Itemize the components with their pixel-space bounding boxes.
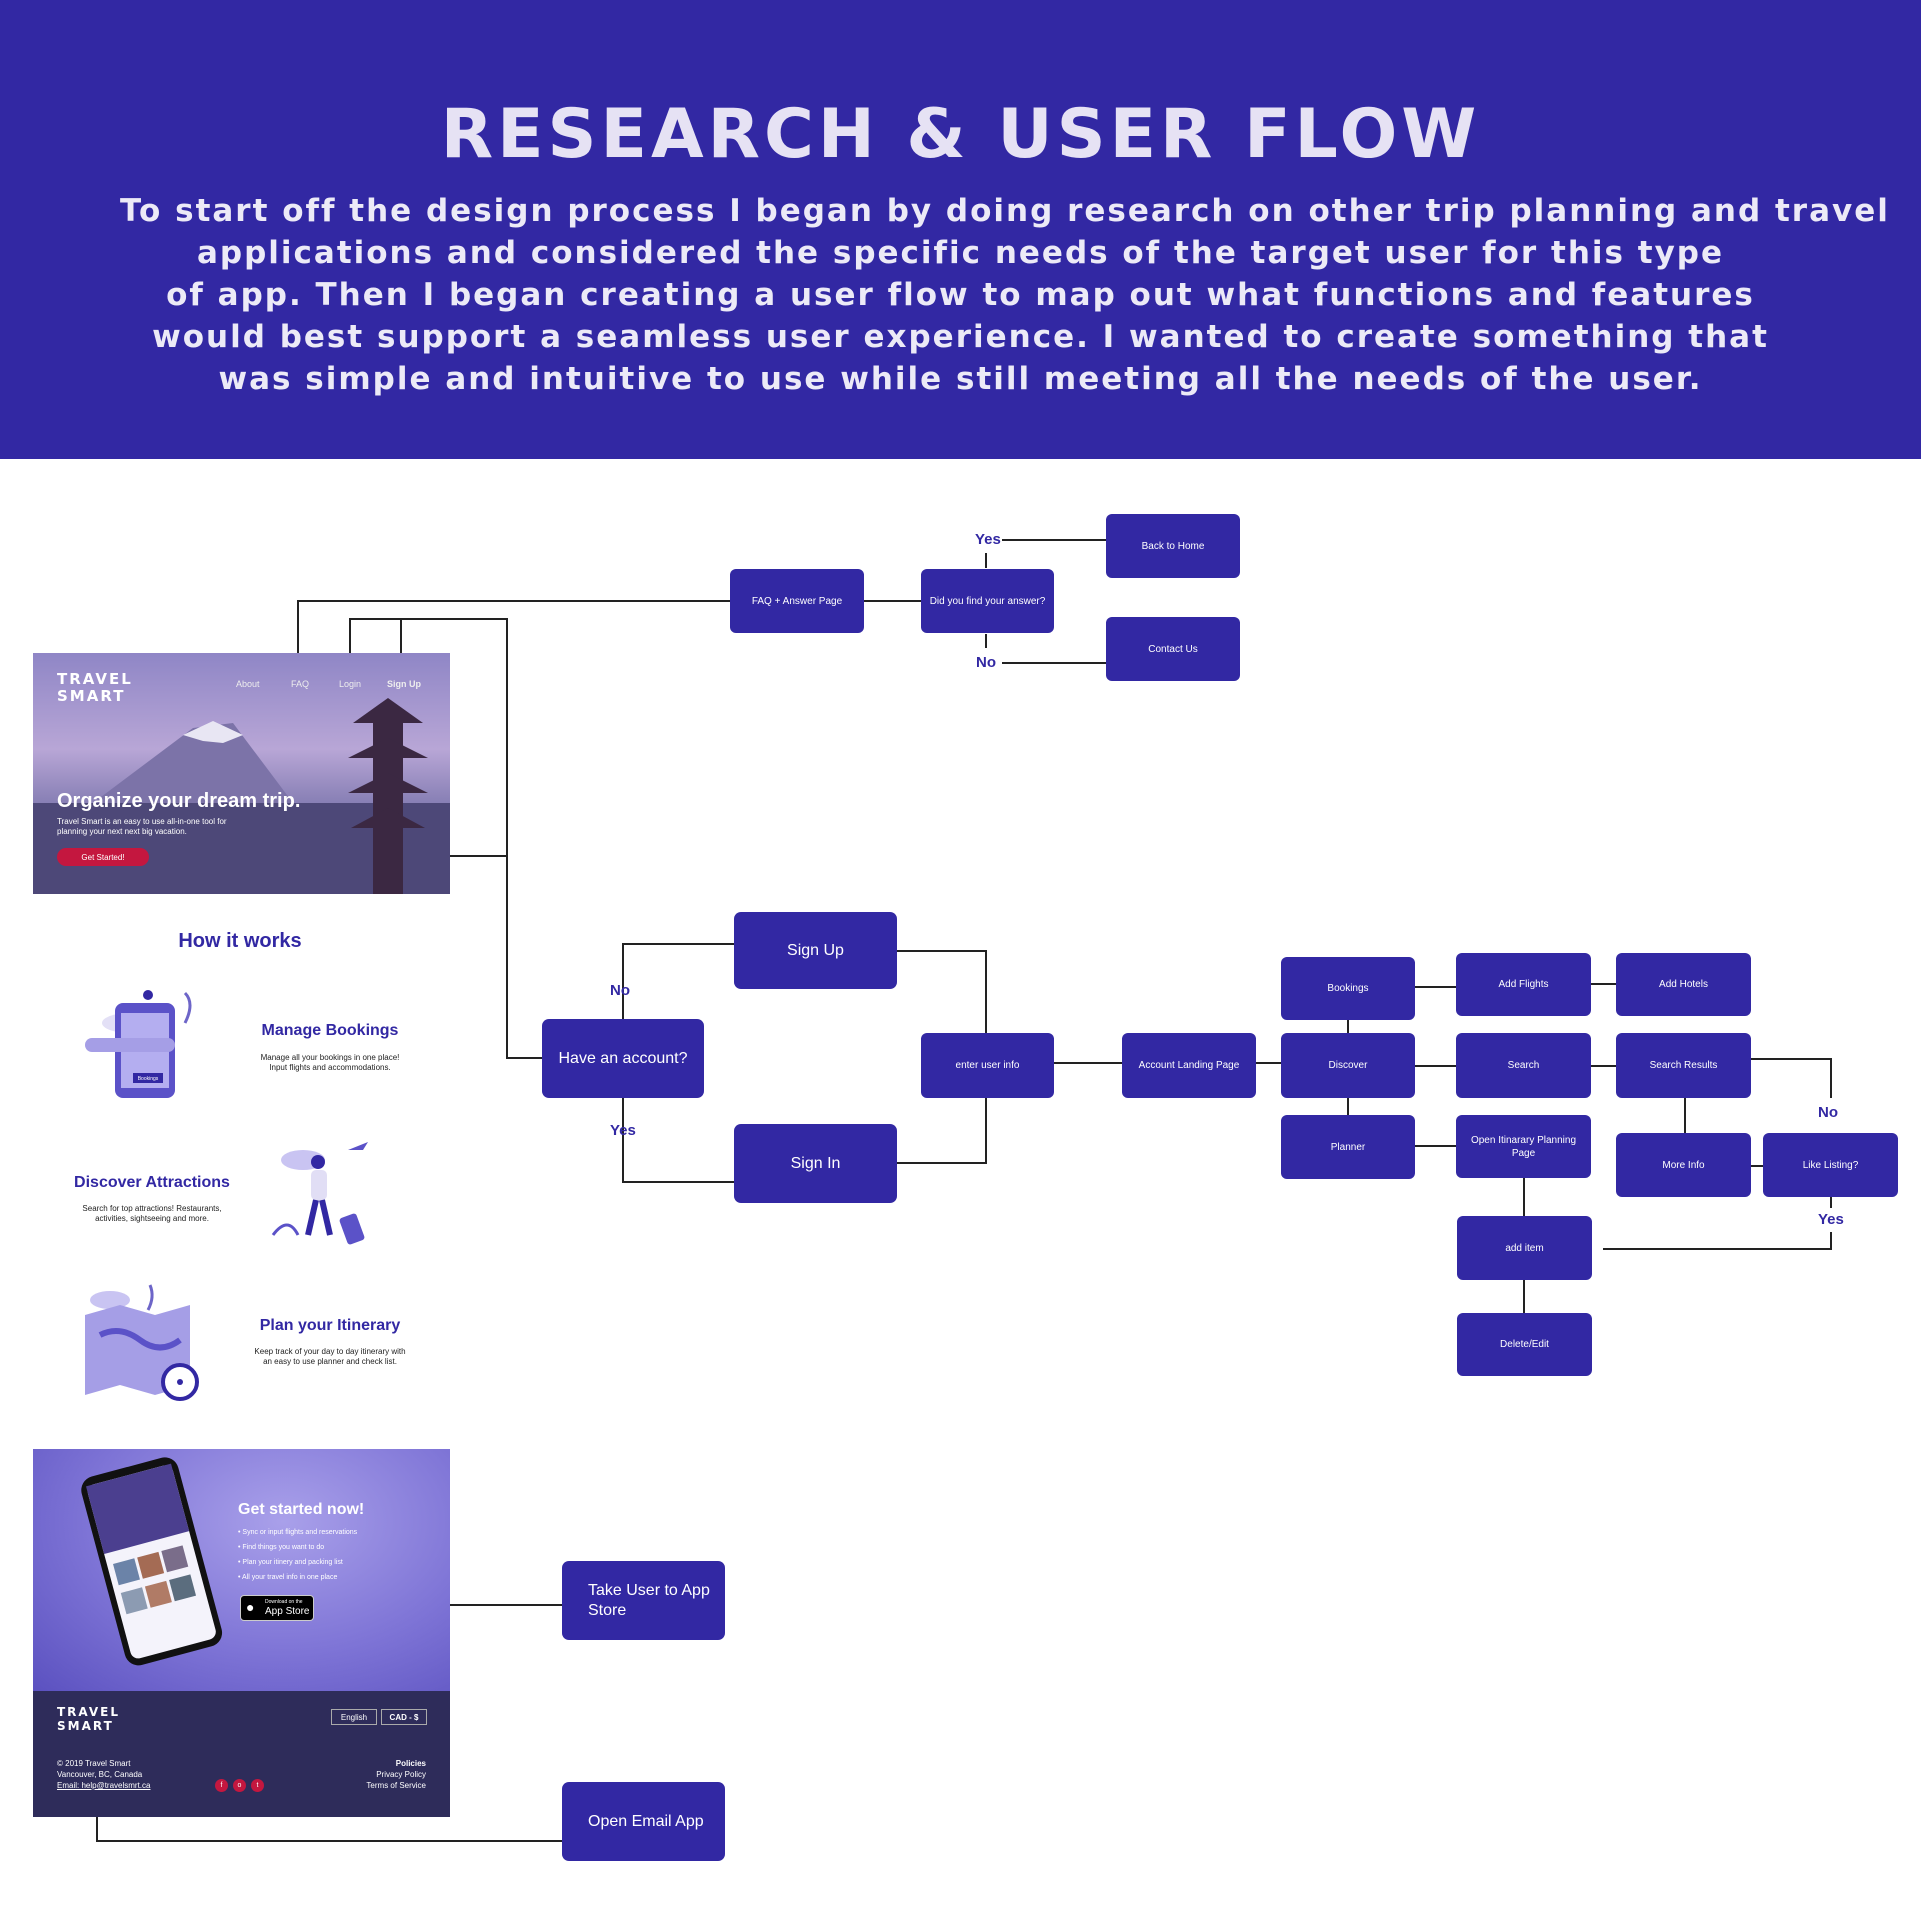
connector-signup-info xyxy=(897,950,987,1033)
traveler-illustration xyxy=(271,1142,368,1245)
feature-title: Plan your Itinerary xyxy=(259,1317,401,1334)
footer-logo: TRAVEL SMART xyxy=(57,1705,120,1733)
store-big-text: App Store xyxy=(265,1606,310,1617)
discover-node: Discover xyxy=(1281,1033,1415,1098)
logo-line: SMART xyxy=(57,687,126,705)
bookings-node: Bookings xyxy=(1281,957,1415,1020)
add-hotels-node: Add Hotels xyxy=(1616,953,1751,1016)
get-started-mockup: Get started now! • Sync or input flights… xyxy=(33,1449,450,1691)
cta-title: Get started now! xyxy=(238,1501,365,1518)
delete-edit-node: Delete/Edit xyxy=(1457,1313,1592,1376)
intro-line: was simple and intuitive to use while st… xyxy=(218,361,1703,397)
connector-no-up xyxy=(622,943,734,1019)
no-label: No xyxy=(610,982,630,999)
footer-terms-link[interactable]: Terms of Service xyxy=(366,1781,426,1790)
yes-label: Yes xyxy=(1818,1211,1844,1228)
feature-title: Manage Bookings xyxy=(261,1022,399,1039)
logo-line: SMART xyxy=(57,1719,114,1733)
faq-answer-page-node: FAQ + Answer Page xyxy=(730,569,864,633)
mountain-landscape-illustration xyxy=(33,698,450,894)
search-results-node: Search Results xyxy=(1616,1033,1751,1098)
yes-label: Yes xyxy=(610,1122,636,1139)
phone-bookings-illustration: Bookings xyxy=(85,990,192,1098)
hero-headline: Organize your dream trip. xyxy=(57,790,301,812)
account-landing-page-node: Account Landing Page xyxy=(1122,1033,1256,1098)
open-itinerary-node: Open Itinarary Planning Page xyxy=(1456,1115,1591,1178)
search-node: Search xyxy=(1456,1033,1591,1098)
more-info-node: More Info xyxy=(1616,1133,1751,1197)
sign-up-node: Sign Up xyxy=(734,912,897,989)
connector-results-like xyxy=(1751,1058,1832,1098)
feature-text: Manage all your bookings in one place! I… xyxy=(260,1053,400,1072)
nav-sign-up[interactable]: Sign Up xyxy=(387,679,421,689)
phone-mockup-illustration xyxy=(81,1457,223,1666)
twitter-icon[interactable]: t xyxy=(251,1779,264,1792)
hero-mockup: TRAVEL SMART About FAQ Login Sign Up Org… xyxy=(33,653,450,894)
nav-about[interactable]: About xyxy=(236,679,260,689)
planner-node: Planner xyxy=(1281,1115,1415,1179)
intro-line: applications and considered the specific… xyxy=(196,235,1725,271)
cta-list-item: • Find things you want to do xyxy=(238,1544,325,1551)
map-itinerary-illustration xyxy=(85,1284,199,1401)
sign-in-node: Sign In xyxy=(734,1124,897,1203)
connector-signin-info xyxy=(897,1098,987,1164)
cta-list-item: • Sync or input flights and reservations xyxy=(238,1529,358,1536)
footer-privacy-link[interactable]: Privacy Policy xyxy=(376,1770,426,1779)
logo: TRAVEL SMART xyxy=(57,671,133,705)
connector-yes-down xyxy=(622,1098,734,1183)
footer-copyright: © 2019 Travel Smart xyxy=(57,1759,131,1768)
footer-email-link[interactable]: Email: help@travelsmrt.ca xyxy=(57,1781,151,1790)
connector-yes-additem xyxy=(1603,1232,1832,1250)
have-account-decision-node: Have an account? xyxy=(542,1019,704,1098)
yes-label: Yes xyxy=(975,531,1001,548)
cta-list-item: • All your travel info in one place xyxy=(238,1574,338,1581)
add-flights-node: Add Flights xyxy=(1456,953,1591,1016)
page-title: RESEARCH & USER FLOW xyxy=(440,95,1481,174)
intro-paragraph: To start off the design process I began … xyxy=(120,190,1890,400)
facebook-icon[interactable]: f xyxy=(215,1779,228,1792)
hero-body: Travel Smart is an easy to use all-in-on… xyxy=(57,817,227,836)
nav-faq[interactable]: FAQ xyxy=(291,679,310,689)
app-store-node: Take User to App Store xyxy=(562,1561,725,1640)
intro-line: of app. Then I began creating a user flo… xyxy=(166,277,1755,313)
connector-nav-login xyxy=(349,618,542,1059)
currency-select[interactable]: CAD - $ xyxy=(381,1709,427,1725)
contact-us-node: Contact Us xyxy=(1106,617,1240,681)
app-store-badge[interactable]: ● Download on the App Store xyxy=(240,1595,314,1621)
add-item-node: add item xyxy=(1457,1216,1592,1280)
connector-nav-faq xyxy=(297,600,730,653)
found-answer-decision-node: Did you find your answer? xyxy=(921,569,1054,633)
logo-line: TRAVEL xyxy=(57,670,133,688)
footer-mockup: TRAVEL SMART English CAD - $ © 2019 Trav… xyxy=(33,1691,450,1817)
feature-text: Keep track of your day to day itinerary … xyxy=(254,1347,406,1366)
apple-icon: ● xyxy=(246,1599,255,1615)
email-app-node: Open Email App xyxy=(562,1782,725,1861)
like-listing-decision-node: Like Listing? xyxy=(1763,1133,1898,1197)
footer-policies-title: Policies xyxy=(395,1759,426,1768)
instagram-icon[interactable]: o xyxy=(233,1779,246,1792)
get-started-button[interactable]: Get Started! xyxy=(57,848,149,866)
no-label: No xyxy=(976,654,996,671)
intro-line: would best support a seamless user exper… xyxy=(152,319,1769,355)
language-select[interactable]: English xyxy=(331,1709,377,1725)
phone-bookings-button: Bookings xyxy=(138,1076,159,1082)
intro-line: To start off the design process I began … xyxy=(120,193,1890,229)
header-banner: RESEARCH & USER FLOW To start off the de… xyxy=(0,0,1921,459)
store-small-text: Download on the xyxy=(265,1599,303,1605)
enter-user-info-node: enter user info xyxy=(921,1033,1054,1098)
no-label: No xyxy=(1818,1104,1838,1121)
nav-login[interactable]: Login xyxy=(339,679,362,689)
cta-list-item: • Plan your itinery and packing list xyxy=(238,1559,343,1566)
back-to-home-node: Back to Home xyxy=(1106,514,1240,578)
feature-text: Search for top attractions! Restaurants,… xyxy=(82,1204,222,1223)
logo-line: TRAVEL xyxy=(57,1705,121,1719)
footer-location: Vancouver, BC, Canada xyxy=(57,1770,143,1779)
feature-title: Discover Attractions xyxy=(74,1174,230,1191)
how-it-works-title: How it works xyxy=(178,930,302,952)
